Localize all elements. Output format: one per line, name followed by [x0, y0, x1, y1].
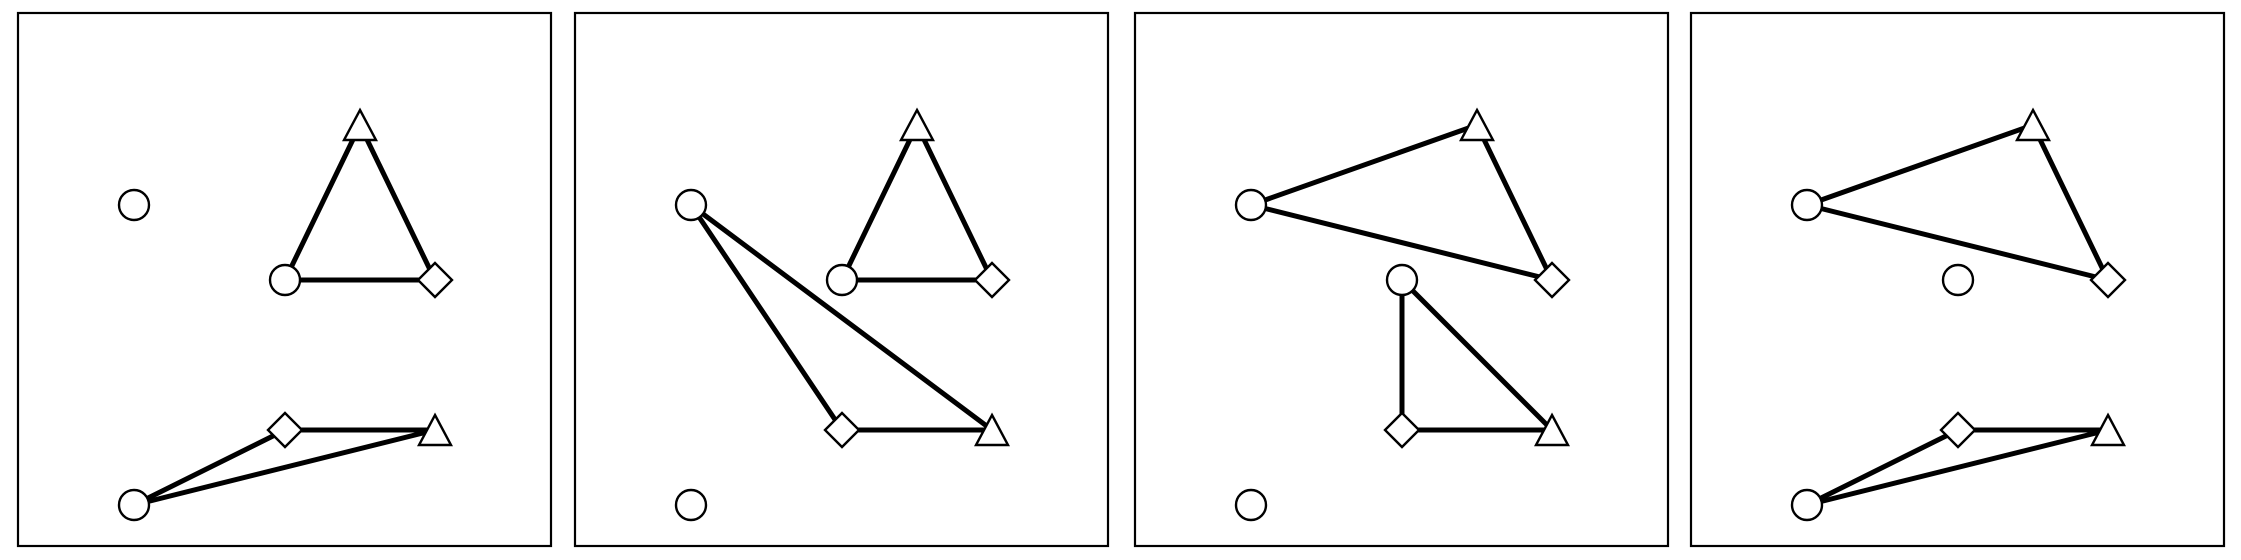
edge-b-d [1474, 122, 1555, 283]
node-a-circle [674, 188, 708, 222]
node-e-diamond [266, 411, 304, 449]
node-g-circle [1790, 488, 1824, 522]
edge-a-d [1248, 202, 1555, 283]
node-c-circle [1385, 263, 1419, 297]
panel-1 [16, 11, 553, 548]
edge-a-f [688, 202, 995, 433]
edge-b-d [357, 122, 438, 283]
node-c-circle [825, 263, 859, 297]
edge-b-c [839, 122, 920, 283]
node-b-triangle [899, 107, 935, 142]
node-c-circle [1941, 263, 1975, 297]
node-a-circle [1234, 188, 1268, 222]
node-b-triangle [1459, 107, 1495, 142]
edge-a-e [688, 202, 845, 433]
node-e-diamond [1383, 411, 1421, 449]
node-b-triangle [342, 107, 378, 142]
panel-4 [1689, 11, 2226, 548]
edge-c-f [1399, 277, 1555, 433]
edge-g-e [131, 427, 288, 508]
node-e-diamond [823, 411, 861, 449]
node-f-triangle [417, 412, 453, 447]
node-e-diamond [1939, 411, 1977, 449]
node-f-triangle [974, 412, 1010, 447]
node-d-diamond [973, 261, 1011, 299]
edge-g-e [1804, 427, 1961, 508]
node-g-circle [117, 488, 151, 522]
node-a-circle [1790, 188, 1824, 222]
node-c-circle [268, 263, 302, 297]
node-d-diamond [2089, 261, 2127, 299]
node-d-diamond [416, 261, 454, 299]
node-g-circle [1234, 488, 1268, 522]
node-f-triangle [2090, 412, 2126, 447]
edge-b-d [2030, 122, 2111, 283]
node-f-triangle [1534, 412, 1570, 447]
node-b-triangle [2015, 107, 2051, 142]
panel-2 [573, 11, 1110, 548]
node-a-circle [117, 188, 151, 222]
edge-g-f [1804, 427, 2111, 508]
edge-a-d [1804, 202, 2111, 283]
node-g-circle [674, 488, 708, 522]
edge-a-b [1248, 122, 1480, 208]
edge-g-f [131, 427, 438, 508]
panel-3 [1133, 11, 1670, 548]
edge-b-d [914, 122, 995, 283]
node-d-diamond [1533, 261, 1571, 299]
edge-a-b [1804, 122, 2036, 208]
edge-b-c [282, 122, 363, 283]
